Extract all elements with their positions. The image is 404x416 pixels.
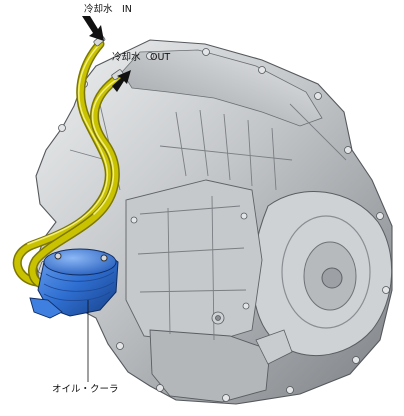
housing-center-block <box>125 179 263 345</box>
housing-upper-ridge <box>121 49 323 127</box>
bell-hub <box>321 267 343 289</box>
coolant-out-label: 冷却水 OUT <box>112 51 170 63</box>
oil-cooler-bolt-2 <box>54 252 62 260</box>
coolant-in-callout: 冷却水 IN <box>82 3 132 41</box>
coolant-hoses <box>12 35 124 291</box>
coolant-in-label: 冷却水 IN <box>84 3 132 15</box>
oil-cooler-top <box>43 248 117 276</box>
oil-cooler <box>29 248 119 319</box>
housing-fitting <box>255 329 293 365</box>
oil-cooler-fins <box>43 271 115 302</box>
oil-cooler-flange <box>29 297 63 319</box>
housing-bolts <box>58 48 390 402</box>
bell-ring <box>281 215 371 329</box>
coolant-out-hose <box>29 75 121 289</box>
transmission-housing <box>35 39 393 405</box>
coolant-in-hose <box>14 41 113 286</box>
oil-cooler-callout: オイル・クーラ <box>52 300 119 395</box>
arrow-up-right-icon <box>112 70 131 92</box>
arrow-down-right-icon <box>82 16 104 41</box>
housing-sump <box>149 329 271 403</box>
coolant-in-hose-highlight <box>27 45 109 245</box>
coolant-out-hose-highlight <box>91 79 117 215</box>
coolant-out-callout: 冷却水 OUT <box>112 51 170 92</box>
oil-cooler-label: オイル・クーラ <box>52 384 119 395</box>
oil-cooler-bolt <box>100 254 108 262</box>
